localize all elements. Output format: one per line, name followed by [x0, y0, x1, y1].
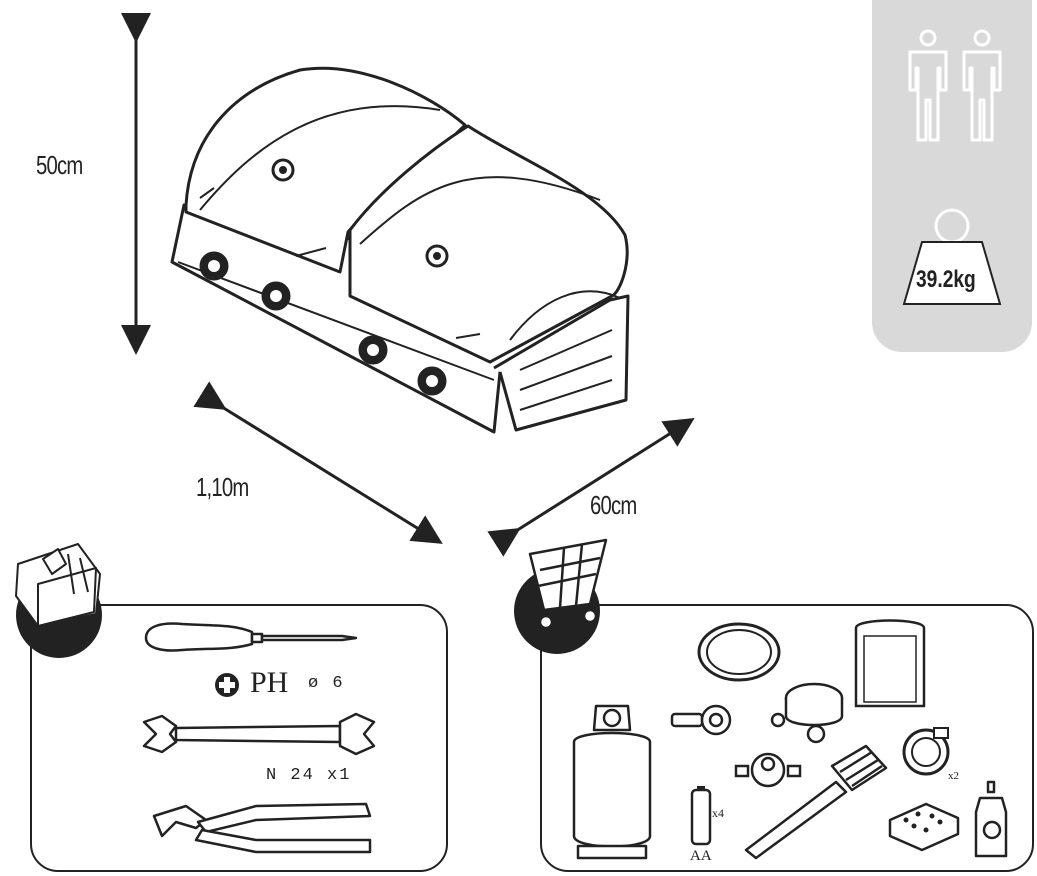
wrench-label: N 24 x1 — [266, 766, 352, 785]
screwdriver-size: ø 6 — [308, 674, 345, 693]
regulator-icon — [770, 682, 844, 744]
wrench-icon — [142, 712, 376, 756]
width-label: 1,10m — [196, 472, 249, 502]
detergent-bottle-icon — [974, 780, 1008, 858]
two-persons-icon — [908, 29, 1002, 142]
depth-label: 60cm — [590, 490, 637, 520]
phillips-icon — [215, 673, 239, 697]
battery-qty: x4 — [712, 806, 724, 820]
weight-icon — [902, 208, 1002, 305]
screwdriver-type: PH — [250, 666, 289, 699]
screwdriver-icon — [144, 622, 358, 652]
hose-ring-icon — [697, 622, 781, 682]
battery-icon — [690, 786, 712, 846]
gas-bottle-icon — [572, 704, 652, 860]
sponge-icon — [888, 802, 960, 852]
hose-adapter-icon — [670, 704, 732, 736]
toolbox-icon — [15, 543, 101, 627]
regulator-small-icon — [734, 752, 802, 788]
hose-clamp-icon — [902, 727, 950, 776]
pliers-icon — [152, 802, 372, 854]
shopping-cart-icon — [528, 538, 608, 630]
battery-label: AA — [690, 848, 712, 864]
cover-icon — [854, 619, 926, 708]
grill-brush-icon — [744, 744, 888, 860]
clamp-qty: x2 — [948, 770, 959, 782]
weight-value: 39.2kg — [916, 266, 976, 293]
height-label: 50cm — [36, 150, 83, 180]
